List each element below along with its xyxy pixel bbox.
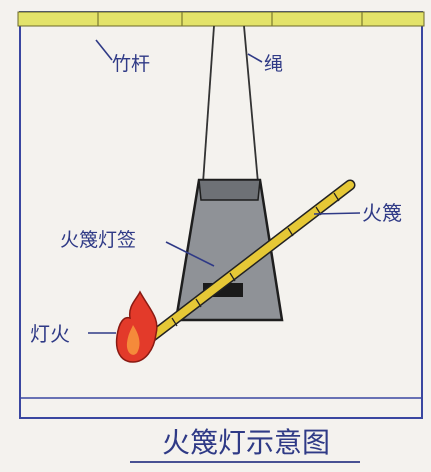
label-torch-stick: 火篾 xyxy=(362,201,402,225)
leader-torch-stick xyxy=(313,212,361,215)
bamboo-pole-nodes xyxy=(97,12,363,26)
torch-stick-shape xyxy=(144,179,356,344)
flame-core xyxy=(126,325,140,355)
leader-lamp-cage xyxy=(165,241,215,267)
lamp-cage-top xyxy=(198,179,261,201)
leader-rope xyxy=(247,53,263,63)
label-bamboo-pole: 竹杆 xyxy=(112,53,150,75)
rope-right xyxy=(243,25,259,184)
diagram-title: 火篾灯示意图 xyxy=(162,426,330,459)
label-lamp-fire: 灯火 xyxy=(30,322,70,346)
leader-bamboo-pole xyxy=(95,39,113,61)
bamboo-pole-shape xyxy=(17,11,425,27)
label-rope: 绳 xyxy=(264,53,283,75)
rope-left xyxy=(202,25,215,184)
label-lamp-cage: 火篾灯签 xyxy=(60,229,136,251)
flame-shape xyxy=(115,290,158,363)
